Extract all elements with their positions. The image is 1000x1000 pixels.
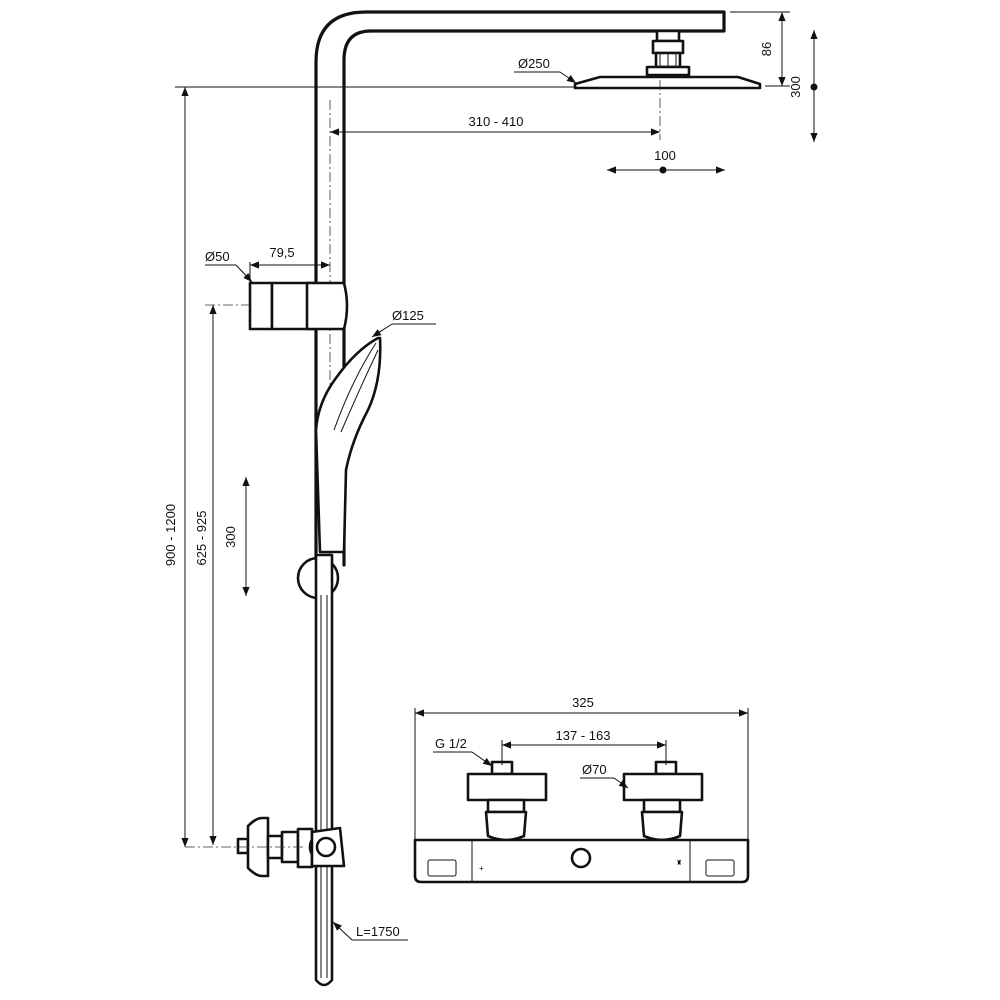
dim-holder: 79,5 Ø50 <box>205 245 330 283</box>
dim-holder-travel: 300 <box>223 477 250 596</box>
leader-inlet-thread: G 1/2 <box>433 736 493 767</box>
svg-text:+: + <box>479 864 484 873</box>
dim-valve-width: 325 <box>414 695 749 840</box>
dim-70-label: Ø70 <box>582 762 607 777</box>
dim-325-label: 325 <box>572 695 594 710</box>
hose <box>296 553 340 987</box>
leader-head-diameter: Ø250 <box>514 56 577 84</box>
dim-310-410-label: 310 - 410 <box>469 114 524 129</box>
dim-250-label: Ø250 <box>518 56 550 71</box>
dim-625-925-label: 625 - 925 <box>194 511 209 566</box>
riser-pipe <box>314 10 726 567</box>
dim-g-half-label: G 1/2 <box>435 736 467 751</box>
svg-text:♜: ♜ <box>676 859 682 867</box>
dim-head-tilt: 100 <box>607 148 725 174</box>
shower-holder <box>248 281 349 331</box>
leader-hand-shower: Ø125 <box>371 308 436 338</box>
dim-arm-drop: 86 <box>730 11 790 87</box>
dim-125-label: Ø125 <box>392 308 424 323</box>
dim-l-1750-label: L=1750 <box>356 924 400 939</box>
dim-holder-height: 625 - 925 <box>194 304 250 845</box>
dim-86-label: 86 <box>759 42 774 56</box>
dim-900-1200-label: 900 - 1200 <box>163 504 178 566</box>
dim-total-height: 900 - 1200 <box>163 86 574 847</box>
shower-head <box>573 29 762 90</box>
thermostatic-valve: + ♜ <box>413 760 750 884</box>
dim-300-holder-label: 300 <box>223 526 238 548</box>
dim-79-5-label: 79,5 <box>269 245 294 260</box>
dim-100-label: 100 <box>654 148 676 163</box>
leader-escutcheon: Ø70 <box>580 762 629 789</box>
dim-head-adjust: 300 <box>788 30 818 142</box>
dim-300-head-label: 300 <box>788 76 803 98</box>
dim-inlet-centres: 137 - 163 <box>501 728 667 765</box>
hand-shower <box>314 336 382 554</box>
dim-137-163-label: 137 - 163 <box>556 728 611 743</box>
dim-50-label: Ø50 <box>205 249 230 264</box>
dim-arm-projection: 310 - 410 <box>330 114 660 136</box>
leader-hose: L=1750 <box>332 921 408 941</box>
